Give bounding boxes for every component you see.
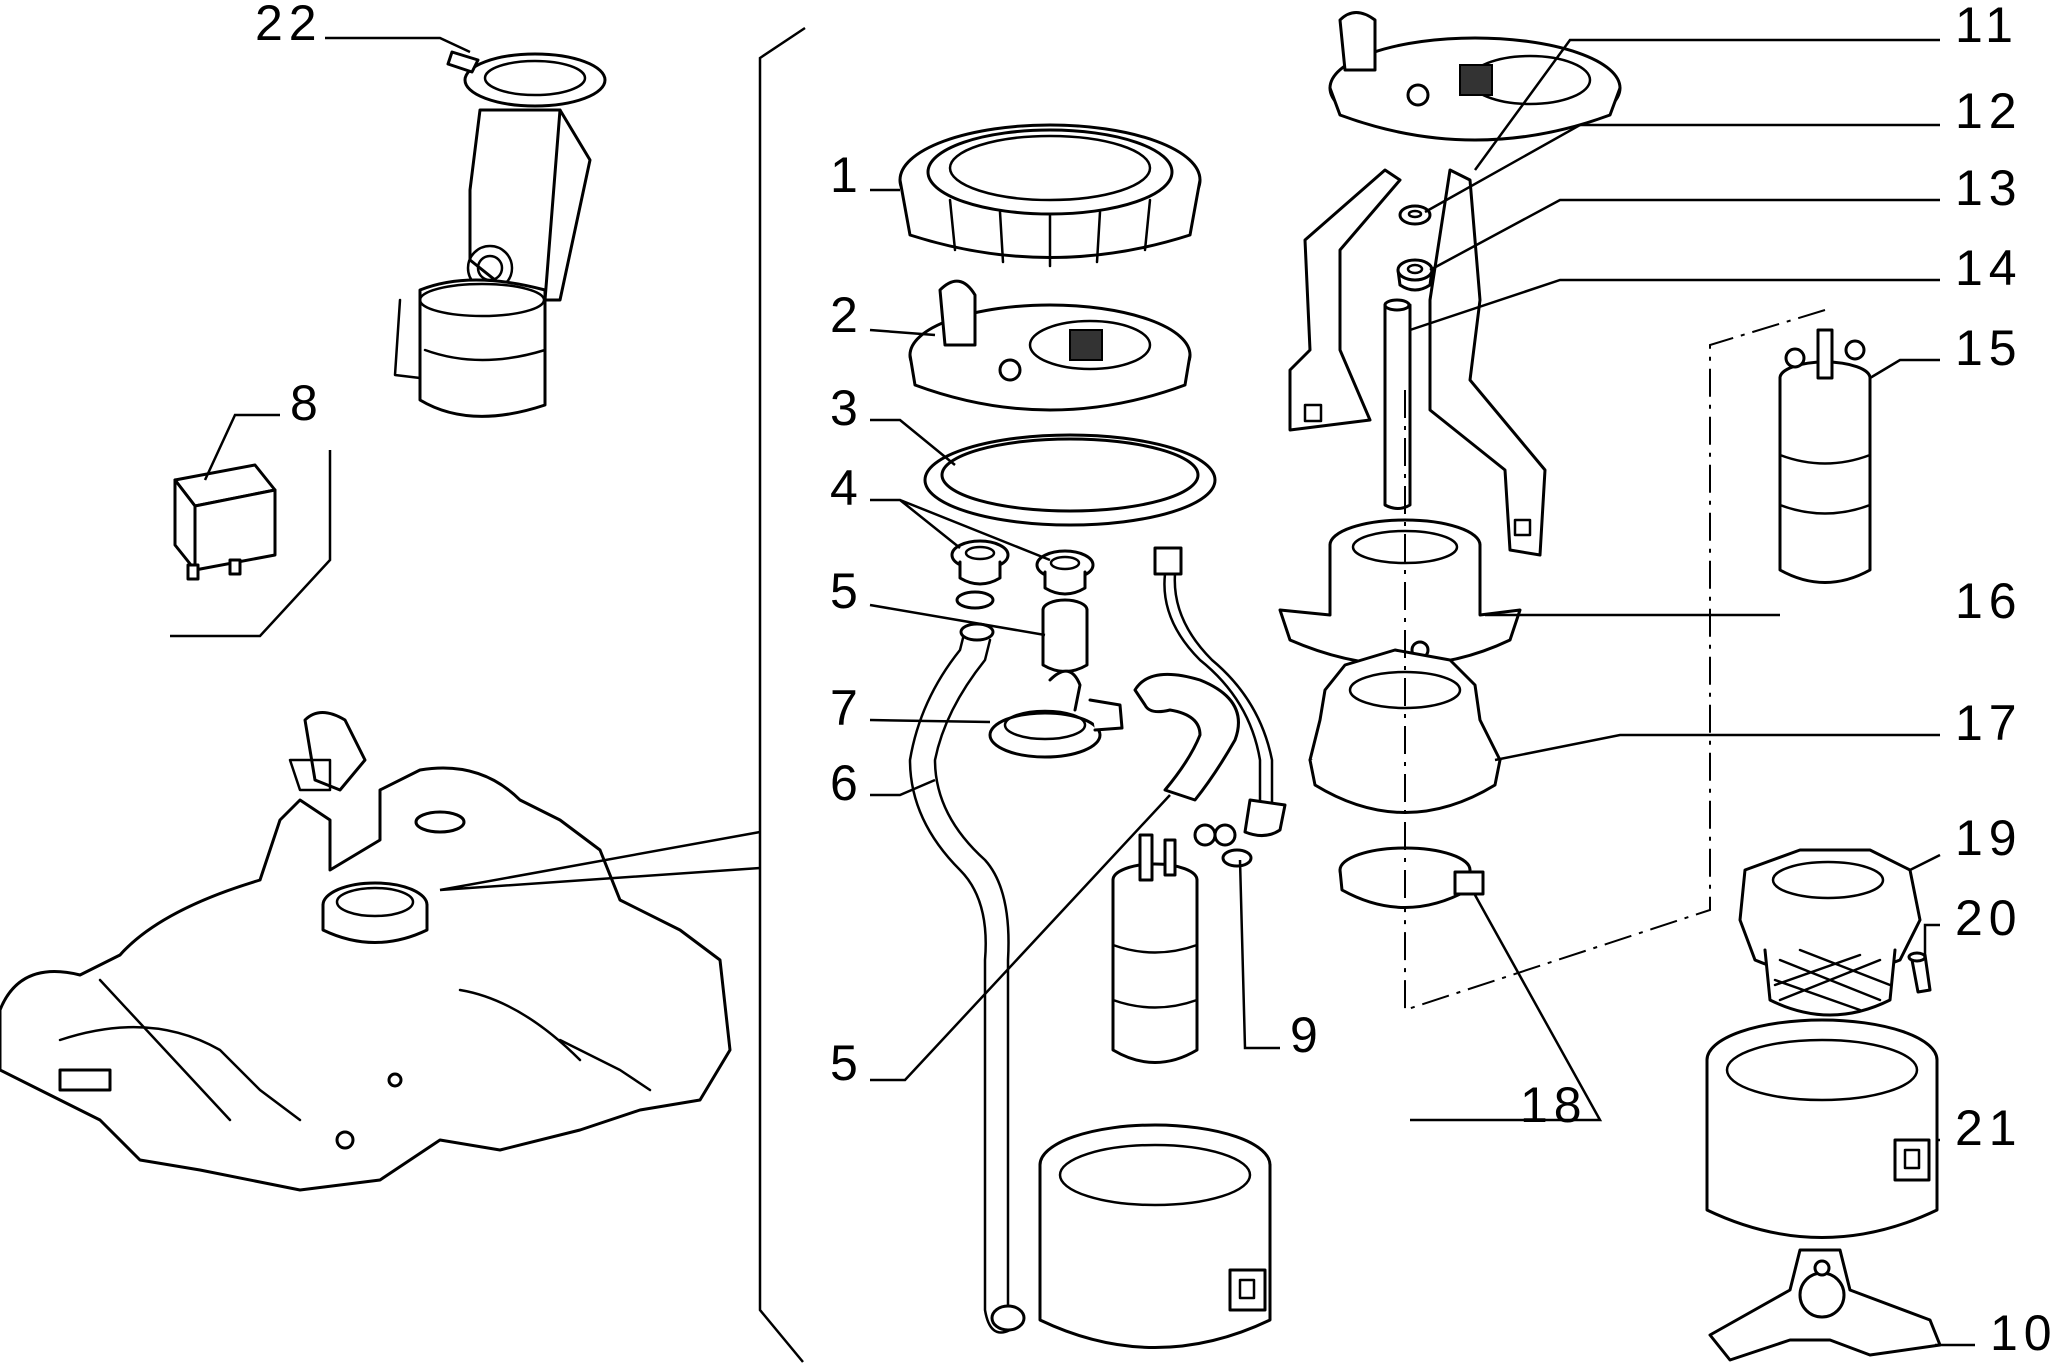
- pump-motor-15: [1778, 328, 1872, 584]
- dash-axis-1: [1404, 309, 1826, 1012]
- callout-20: 20: [1955, 890, 2023, 946]
- hose-6: [908, 622, 1026, 1334]
- callout-8: 8: [290, 375, 324, 431]
- callout-15: 15: [1955, 320, 2023, 376]
- leader-lines: [203, 36, 1975, 1347]
- tank-leader: [439, 830, 761, 892]
- callout-11: 11: [1955, 0, 2019, 53]
- callout-21: 21: [1955, 1100, 2023, 1156]
- callout-13: 13: [1955, 160, 2023, 216]
- pump-motor-9: [1111, 823, 1253, 1064]
- seal-3: [923, 433, 1217, 527]
- fuel-tank: [0, 711, 732, 1192]
- ring-nut-1: [898, 123, 1202, 268]
- callout-5a: 5: [830, 563, 864, 619]
- clamps-4: [950, 539, 1095, 596]
- callout-2: 2: [830, 287, 864, 343]
- flange-2: [908, 279, 1192, 412]
- relay-8: [173, 463, 277, 581]
- housing-16: [1278, 518, 1522, 667]
- bracket-10: [1708, 1248, 1942, 1362]
- callout-9: 9: [1290, 1007, 1324, 1063]
- filter-19: [1738, 848, 1922, 1017]
- callout-1: 1: [830, 147, 864, 203]
- filter-cup: [1038, 1123, 1272, 1349]
- divider-bracket: [758, 26, 806, 1363]
- callout-3: 3: [830, 380, 864, 436]
- callout-16: 16: [1955, 573, 2023, 629]
- washer-12: [1398, 204, 1432, 226]
- hose-7: [988, 669, 1124, 759]
- flange-assembly-top: [1328, 11, 1622, 142]
- pump-assembly-22: [393, 50, 607, 418]
- bracket-arm: [1288, 168, 1547, 557]
- callout-17: 17: [1955, 695, 2023, 751]
- wire-harness: [1153, 546, 1287, 847]
- callout-5b: 5: [830, 1035, 864, 1091]
- screw-20: [1907, 951, 1932, 994]
- callout-18: 18: [1520, 1077, 1588, 1133]
- nut-13: [1396, 258, 1434, 292]
- callout-14: 14: [1955, 240, 2023, 296]
- cup-21: [1705, 1018, 1939, 1239]
- callout-12: 12: [1955, 83, 2023, 139]
- clamp-18: [1338, 846, 1485, 909]
- callout-4: 4: [830, 460, 864, 516]
- hose-short: [1133, 672, 1240, 802]
- callout-6: 6: [830, 755, 864, 811]
- callout-19: 19: [1955, 810, 2023, 866]
- callout-22: 22: [255, 0, 323, 51]
- relay-bracket: [170, 450, 332, 638]
- callout-7: 7: [830, 680, 864, 736]
- rod-14: [1383, 298, 1412, 510]
- callout-10: 10: [1990, 1305, 2058, 1361]
